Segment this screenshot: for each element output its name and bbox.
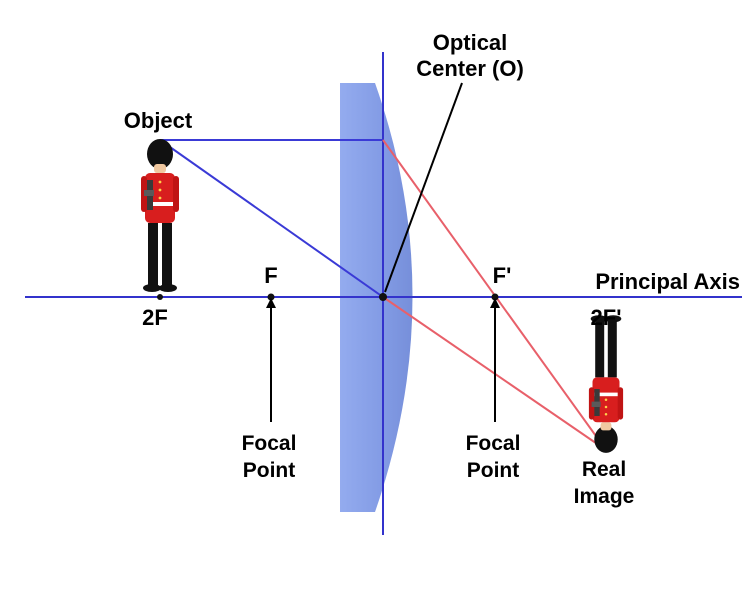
- object-soldier: [141, 139, 179, 292]
- f-prime-label: F': [493, 263, 512, 288]
- focal-pointer-right-arrowhead: [490, 298, 500, 308]
- real-image-label-line2: Image: [574, 485, 635, 508]
- focus-point-f: [267, 293, 275, 301]
- focal-point-left-label-line2: Point: [243, 459, 296, 482]
- point-2f: [157, 294, 163, 300]
- focal-point-left-label-line1: Focal: [242, 432, 297, 455]
- real-image-label-line1: Real: [582, 458, 626, 481]
- f-label: F: [264, 263, 277, 288]
- optical-center-label-line2: Center (O): [416, 56, 524, 81]
- ray-through-center-incident: [159, 139, 384, 298]
- principal-axis-label: Principal Axis: [595, 269, 740, 294]
- optical-center-pointer: [384, 82, 463, 293]
- focal-point-right-label-line2: Point: [467, 459, 520, 482]
- object-label: Object: [124, 108, 193, 133]
- optical-center-point: [379, 293, 387, 301]
- optical-center-label-line1: Optical: [433, 30, 508, 55]
- two-f-prime-label: 2F': [591, 305, 622, 330]
- focus-point-f-prime: [491, 293, 499, 301]
- focal-point-right-label-line1: Focal: [466, 432, 521, 455]
- focal-pointer-left-arrowhead: [266, 298, 276, 308]
- two-f-label: 2F: [142, 305, 168, 330]
